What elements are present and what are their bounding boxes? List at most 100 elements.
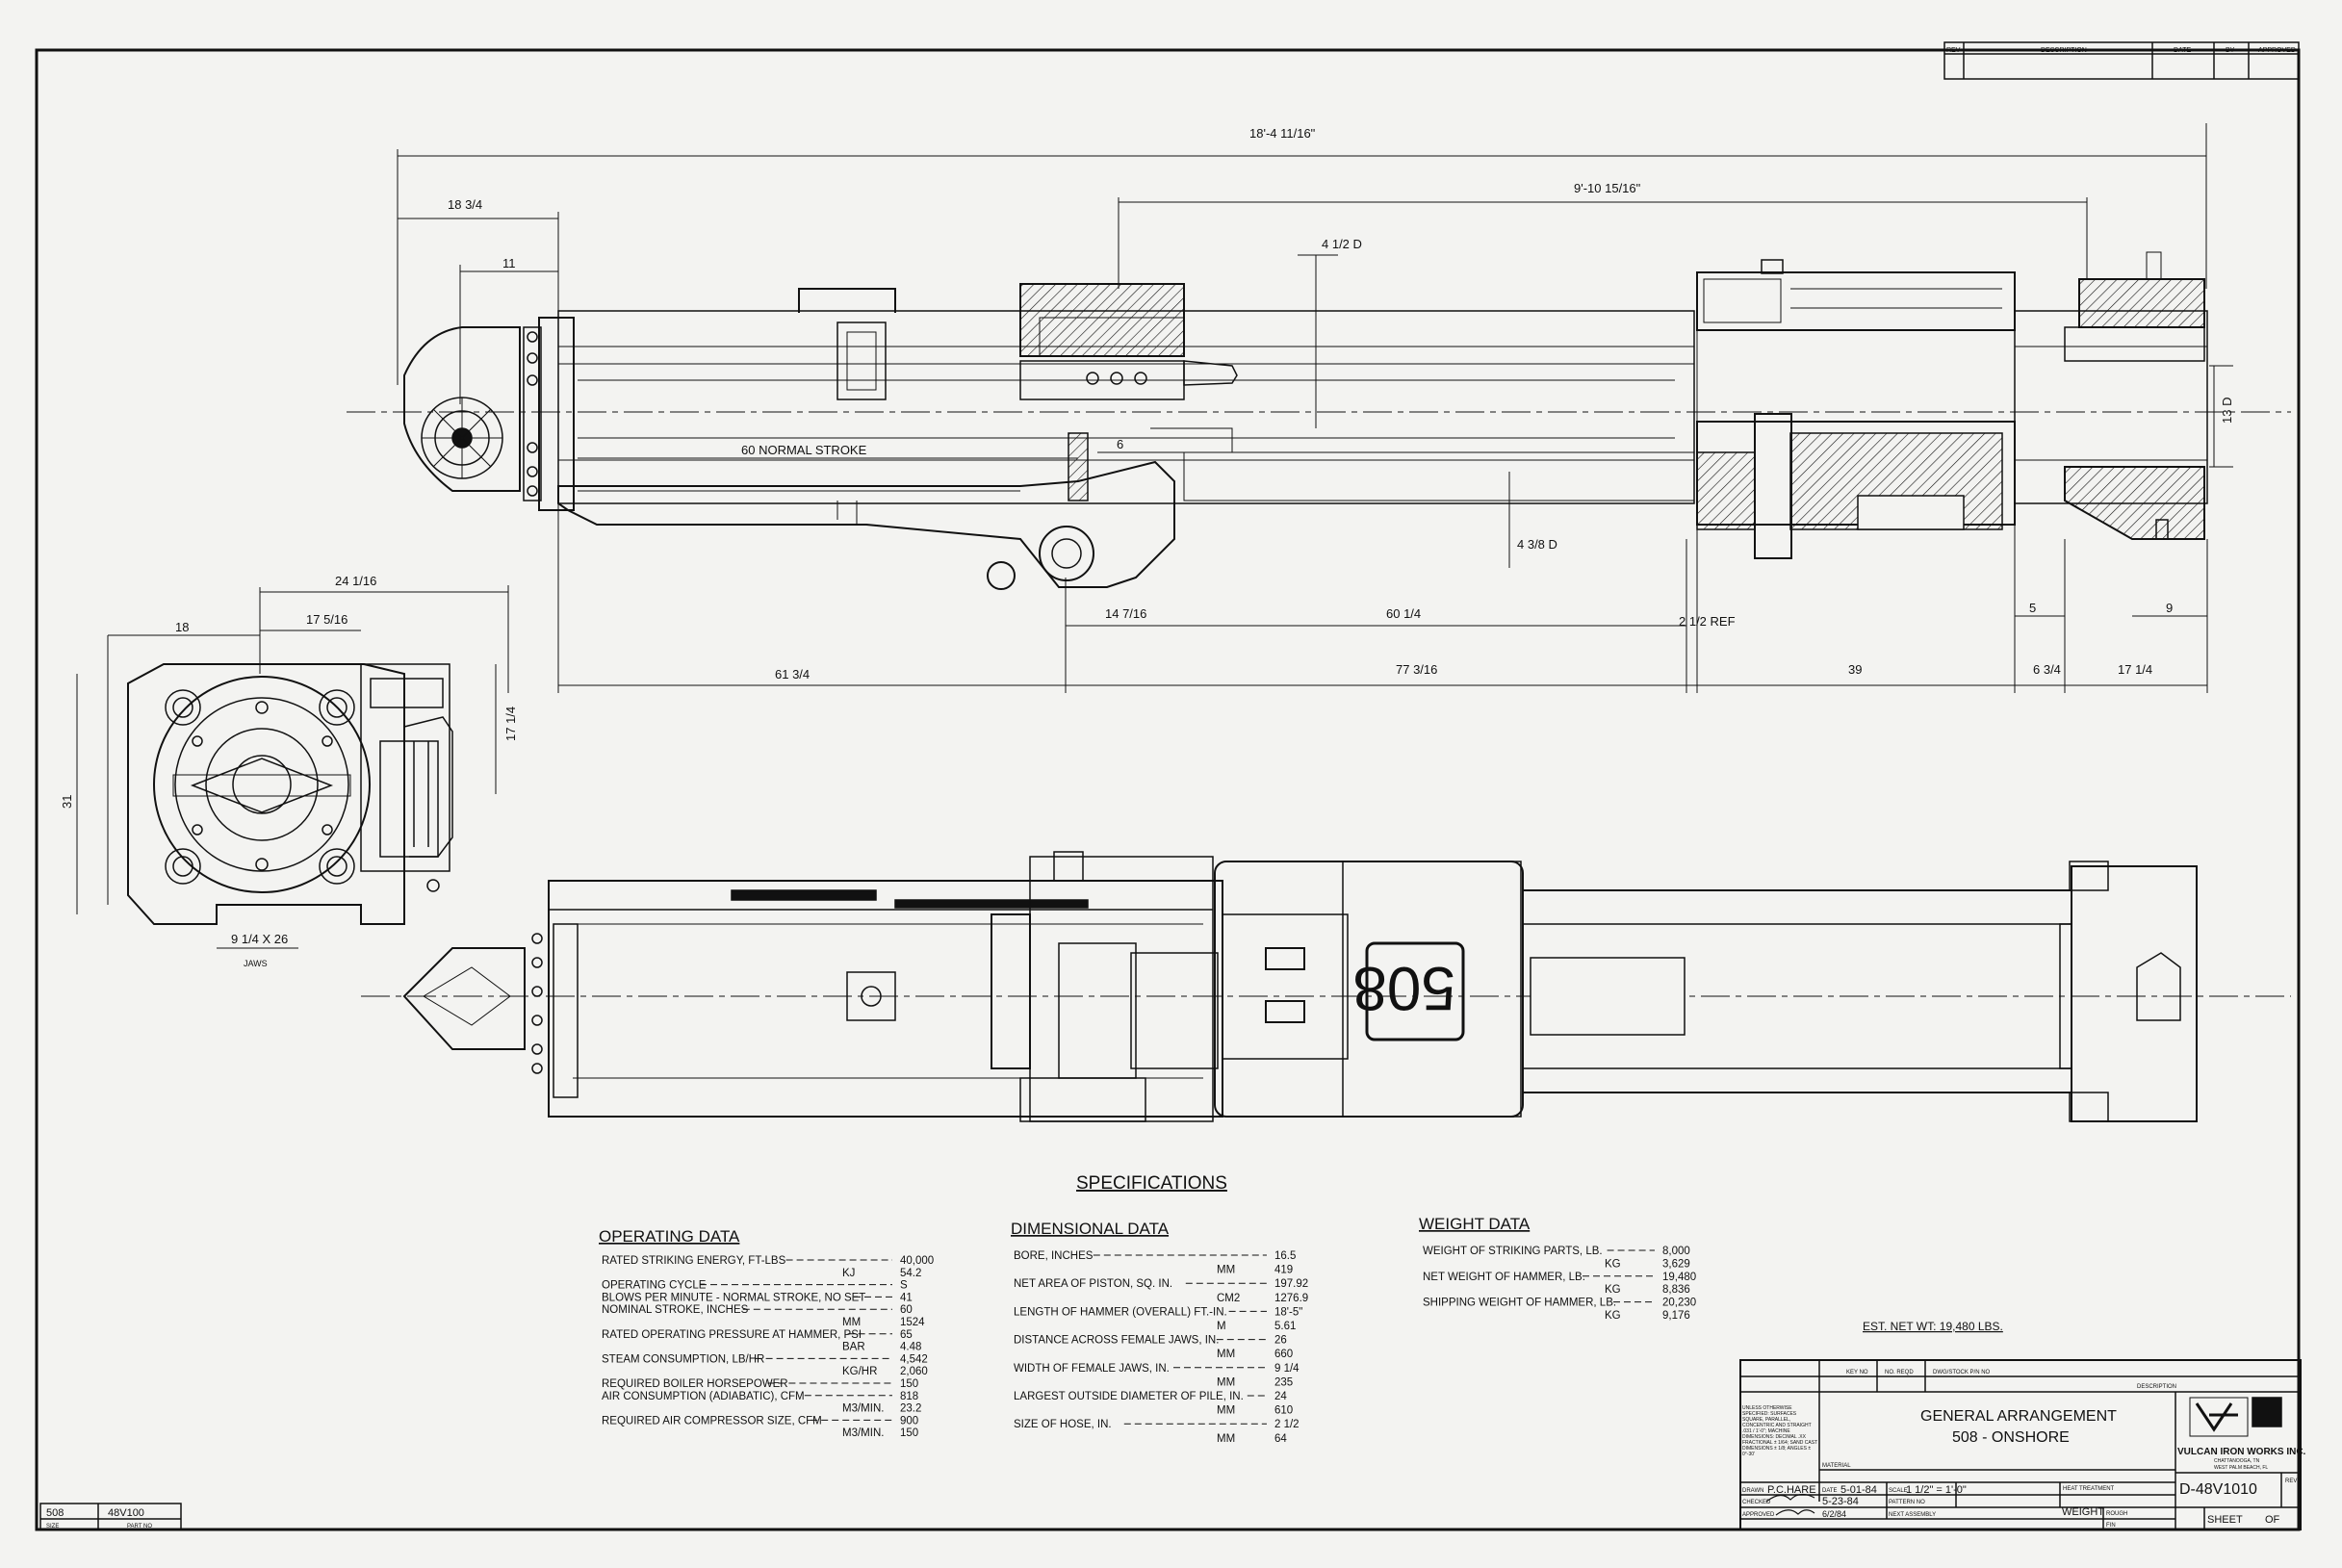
tb-drawn: DRAWN bbox=[1742, 1488, 1763, 1494]
dimensional-row-label: LENGTH OF HAMMER (OVERALL) FT.-IN. bbox=[1014, 1306, 1227, 1318]
dimensional-row-value: 64 bbox=[1274, 1433, 1287, 1445]
side-view-dimensions bbox=[397, 123, 2233, 693]
tb-key-no: KEY NO bbox=[1846, 1370, 1868, 1375]
operating-row-label: NOMINAL STROKE, INCHES bbox=[602, 1304, 749, 1316]
weight-row-value: 8,836 bbox=[1662, 1284, 1690, 1296]
end-dim-18: 18 bbox=[175, 620, 189, 634]
dimensional-row-label: MM bbox=[1217, 1349, 1235, 1360]
dimensional-row-value: 9 1/4 bbox=[1274, 1363, 1300, 1375]
date-col: DATE bbox=[2174, 47, 2191, 54]
operating-row-label: AIR CONSUMPTION (ADIABATIC), CFM bbox=[602, 1391, 805, 1402]
dimensional-row-value: 24 bbox=[1274, 1391, 1287, 1402]
dim-2-1-2-ref: 2 1/2 REF bbox=[1679, 614, 1736, 629]
dimensional-row-label: MM bbox=[1217, 1376, 1235, 1388]
weight-row-label: KG bbox=[1605, 1310, 1621, 1322]
specs-title: SPECIFICATIONS bbox=[1076, 1173, 1227, 1194]
operating-row-label: RATED OPERATING PRESSURE AT HAMMER, PSI bbox=[602, 1329, 862, 1341]
dim-4-3-8-d: 4 3/8 D bbox=[1517, 537, 1557, 552]
operating-row-value: 900 bbox=[900, 1415, 918, 1427]
weight-row-label: KG bbox=[1605, 1284, 1621, 1296]
dim-39: 39 bbox=[1848, 662, 1862, 677]
drawing-title-2: 508 - ONSHORE bbox=[1952, 1429, 2070, 1446]
dimensional-row-value: 610 bbox=[1274, 1405, 1293, 1417]
dim-6: 6 bbox=[1117, 437, 1123, 451]
weight-row-label: WEIGHT OF STRIKING PARTS, LB. bbox=[1423, 1246, 1603, 1257]
operating-row-value: 150 bbox=[900, 1427, 918, 1439]
dimensional-row-label: NET AREA OF PISTON, SQ. IN. bbox=[1014, 1278, 1172, 1290]
tb-no-reqd: NO. REQD bbox=[1885, 1370, 1914, 1375]
dimensional-row-value: 26 bbox=[1274, 1335, 1287, 1347]
dimensional-row-value: 5.61 bbox=[1274, 1321, 1296, 1332]
tolerance-note: UNLESS OTHERWISE SPECIFIED: SURFACES SQU… bbox=[1742, 1405, 1818, 1457]
tb-checked: CHECKED bbox=[1742, 1500, 1771, 1505]
tb-date3: 6/2/84 bbox=[1822, 1509, 1846, 1519]
dim-11: 11 bbox=[502, 256, 516, 270]
dim-normal-stroke: 60 NORMAL STROKE bbox=[741, 443, 867, 457]
end-dim-17-1-4: 17 1/4 bbox=[503, 707, 518, 741]
part-size-label: SIZE bbox=[46, 1524, 59, 1529]
end-dim-17-5-16: 17 5/16 bbox=[306, 612, 347, 627]
specifications: SPECIFICATIONS OPERATING DATA DIMENSIONA… bbox=[599, 1173, 2003, 1333]
weight-row-label: NET WEIGHT OF HAMMER, LB. bbox=[1423, 1272, 1585, 1283]
jaws-size: 9 1/4 X 26 bbox=[231, 932, 288, 946]
operating-row-value: 2,060 bbox=[900, 1366, 928, 1377]
tb-pattern-no: PATTERN NO bbox=[1889, 1500, 1925, 1505]
end-view-dim-labels: 24 1/16 18 17 5/16 17 1/4 31 9 1/4 X 26 … bbox=[60, 574, 518, 968]
tb-date-label: DATE bbox=[1822, 1488, 1838, 1494]
dim-ram-length: 9'-10 15/16" bbox=[1574, 181, 1641, 195]
operating-row-label: BLOWS PER MINUTE - NORMAL STROKE, NO SET bbox=[602, 1292, 865, 1303]
dimensional-row-label: M bbox=[1217, 1321, 1226, 1332]
operating-row-value: 150 bbox=[900, 1378, 918, 1390]
approved-signature bbox=[1775, 1509, 1815, 1516]
weight-row-value: 8,000 bbox=[1662, 1246, 1690, 1257]
weight-row-label: KG bbox=[1605, 1258, 1621, 1270]
weight-row-value: 19,480 bbox=[1662, 1272, 1696, 1283]
tb-material: MATERIAL bbox=[1822, 1463, 1851, 1469]
operating-row-value: S bbox=[900, 1280, 908, 1292]
rev-col: REV bbox=[1946, 47, 1961, 54]
operating-row-label: RATED STRIKING ENERGY, FT-LBS bbox=[602, 1255, 786, 1267]
weight-heading: WEIGHT DATA bbox=[1419, 1215, 1531, 1233]
tb-company-loc2: WEST PALM BEACH, FL bbox=[2214, 1465, 2268, 1471]
dimensional-row-value: 197.92 bbox=[1274, 1278, 1308, 1290]
tb-date2: 5-23-84 bbox=[1822, 1496, 1859, 1507]
dimensional-row-label: CM2 bbox=[1217, 1293, 1240, 1304]
dimensional-row-value: 660 bbox=[1274, 1349, 1293, 1360]
dim-61-3-4: 61 3/4 bbox=[775, 667, 810, 681]
dim-overall-length: 18'-4 11/16" bbox=[1249, 126, 1316, 141]
operating-row-label: M3/MIN. bbox=[842, 1403, 884, 1415]
dimensional-row-value: 2 1/2 bbox=[1274, 1419, 1300, 1430]
dimensional-row-value: 235 bbox=[1274, 1376, 1293, 1388]
dimensional-row-label: BORE, INCHES bbox=[1014, 1250, 1094, 1262]
dimensional-row-value: 16.5 bbox=[1274, 1250, 1296, 1262]
dim-13-d: 13 D bbox=[2220, 398, 2234, 424]
title-block bbox=[1739, 1359, 2302, 1530]
dim-9: 9 bbox=[2166, 601, 2173, 615]
operating-row-label: KG/HR bbox=[842, 1366, 877, 1377]
weight-row-value: 9,176 bbox=[1662, 1310, 1690, 1322]
dimensional-row-label: MM bbox=[1217, 1405, 1235, 1417]
checked-signature bbox=[1765, 1493, 1815, 1503]
tb-date1: 5-01-84 bbox=[1840, 1484, 1877, 1496]
dim-14-7-16: 14 7/16 bbox=[1105, 606, 1146, 621]
dimensional-row-label: MM bbox=[1217, 1265, 1235, 1276]
dim-6-3-4: 6 3/4 bbox=[2033, 662, 2061, 677]
operating-row-value: 23.2 bbox=[900, 1403, 921, 1415]
tb-rev: REV bbox=[2285, 1478, 2297, 1484]
operating-row-label: REQUIRED BOILER HORSEPOWER bbox=[602, 1378, 788, 1390]
by-col: BY bbox=[2226, 47, 2235, 54]
tb-company-loc1: CHATTANOOGA, TN bbox=[2214, 1458, 2260, 1464]
dimensional-row-value: 1276.9 bbox=[1274, 1293, 1308, 1304]
drawing-title-1: GENERAL ARRANGEMENT bbox=[1920, 1408, 2117, 1425]
tb-of: OF bbox=[2265, 1514, 2280, 1526]
revision-block: REV DESCRIPTION DATE BY APPROVED bbox=[1943, 41, 2300, 80]
operating-row-label: MM bbox=[842, 1317, 861, 1328]
dimensional-row-value: 18'-5" bbox=[1274, 1306, 1302, 1318]
tb-scale: 1 1/2" = 1'-0" bbox=[1906, 1484, 1967, 1496]
approved-col: APPROVED bbox=[2258, 47, 2296, 54]
part-size-value: 508 bbox=[46, 1507, 64, 1519]
operating-row-value: 818 bbox=[900, 1391, 918, 1402]
tb-company: VULCAN IRON WORKS INC. bbox=[2177, 1447, 2306, 1457]
